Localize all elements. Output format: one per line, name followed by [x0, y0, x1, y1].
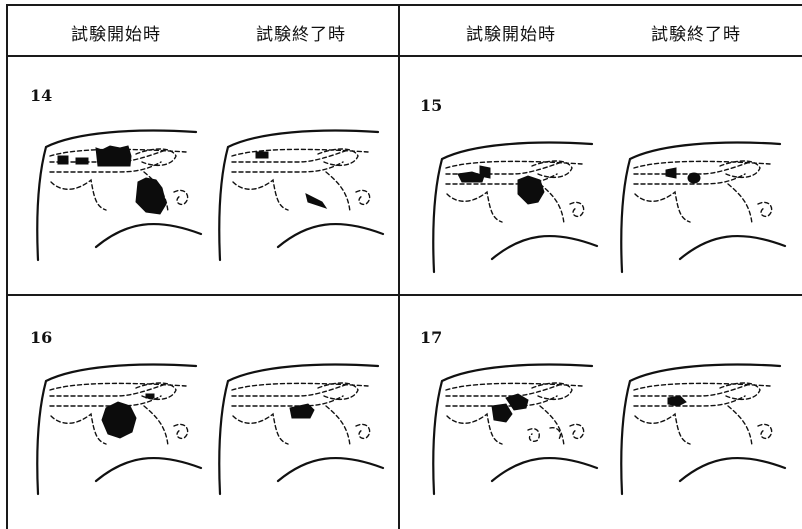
sketch-17-end: [620, 356, 790, 496]
sketch-14-start: [36, 122, 206, 262]
sketch-15-start: [432, 134, 602, 274]
header-start-left: 試験開始時: [36, 10, 196, 54]
sketch-16-start: [36, 356, 206, 496]
sketch-16-end: [218, 356, 388, 496]
table-top-border: [6, 4, 802, 6]
sketch-17-start: [432, 356, 602, 496]
cell-number-17: 17: [420, 328, 442, 347]
header-end-left: 試験終了時: [221, 10, 381, 54]
cell-number-16: 16: [30, 328, 52, 347]
cell-number-15: 15: [420, 96, 442, 115]
row-divider: [6, 294, 802, 296]
center-divider: [398, 4, 400, 529]
sketch-14-end: [218, 122, 388, 262]
table-left-border: [6, 4, 8, 529]
sketch-15-end: [620, 134, 790, 274]
header-divider: [6, 55, 802, 57]
cell-number-14: 14: [30, 86, 52, 105]
header-start-right: 試験開始時: [431, 10, 591, 54]
header-end-right: 試験終了時: [616, 10, 776, 54]
figure-table: 試験開始時 試験終了時 試験開始時 試験終了時 14 15 16 17: [6, 4, 802, 529]
